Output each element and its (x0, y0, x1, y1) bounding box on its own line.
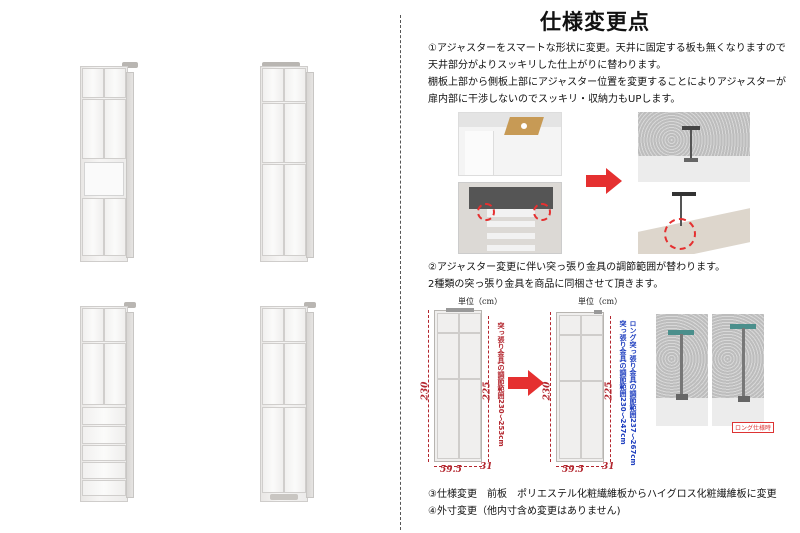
height-total-label: 230 (420, 381, 431, 401)
dimension-line-width (556, 466, 604, 467)
page-divider (400, 15, 401, 530)
cabinet-photo-open-shelf (70, 62, 140, 262)
photo-new-adjuster-side (638, 186, 750, 254)
highlight-circle (664, 218, 696, 250)
cabinet-photo-tall-doors (250, 62, 320, 262)
diagram-right-cabinet (556, 312, 604, 462)
cabinet-photo-drawers (70, 302, 140, 502)
adjuster-top (122, 62, 138, 68)
drawer (82, 480, 126, 496)
long-spec-badge: ロング仕様時 (732, 422, 775, 433)
range-note-right-2: ロング突っ張り金具の調節範囲237〜267cm (629, 320, 637, 466)
dimension-line-total (550, 312, 551, 462)
height-body-label: 225 (604, 381, 615, 401)
height-total-label: 230 (542, 381, 553, 401)
arrow-right-icon (586, 168, 622, 194)
drawer (82, 407, 126, 425)
section-1-line-3: 棚板上部から側板上部にアジャスター位置を変更することによりアジャスターが (428, 77, 786, 88)
adjuster-top (262, 62, 300, 67)
section-4: ④外寸変更（他内寸含め変更はありません) (428, 506, 621, 517)
range-note-right-1: 突っ張り金具の調節範囲230〜247cm (619, 320, 627, 445)
page-title: 仕様変更点 (540, 10, 650, 34)
drawer (82, 462, 126, 479)
dimension-line-total (428, 310, 429, 462)
dimension-line-width (434, 466, 482, 467)
width-label: 59.5 (440, 465, 462, 475)
height-body-label: 225 (482, 381, 493, 401)
unit-label-left: 単位（cm） (458, 297, 503, 306)
adjuster-top (304, 302, 316, 308)
depth-label: 31 (602, 462, 615, 472)
cabinet-photo-lower-doors (250, 302, 320, 502)
section-2-line-1: ②アジャスター変更に伴い突っ張り金具の調節範囲が替わります。 (428, 262, 726, 273)
highlight-circle (477, 203, 495, 221)
caster-feet (270, 494, 298, 500)
dimension-line-body (488, 316, 489, 462)
photo-new-adjuster-ceiling (638, 112, 750, 182)
section-1-line-2: 天井部分がよりスッキリした仕上がりに替わります。 (428, 60, 667, 71)
diagram-right-adjuster (594, 310, 602, 314)
diagram-left-cabinet (434, 310, 482, 462)
section-2-line-2: 2種類の突っ張り金具を商品に同梱させて頂きます。 (428, 279, 664, 290)
photo-old-adjuster-top (458, 112, 562, 176)
open-shelf (84, 162, 124, 196)
drawer (82, 426, 126, 444)
unit-label-right: 単位（cm） (578, 297, 623, 306)
diagram-left-adjuster (446, 308, 474, 312)
adjuster-top (124, 302, 136, 308)
range-note-left: 突っ張り金具の調節範囲230〜253cm (497, 322, 505, 447)
width-label: 59.5 (562, 465, 584, 475)
section-1-line-1: ①アジャスターをスマートな形状に変更。天井に固定する板も無くなりますので (428, 43, 786, 54)
photo-adjuster-long (712, 314, 764, 426)
dimension-line-body (610, 316, 611, 462)
arrow-right-icon (508, 370, 544, 396)
photo-adjuster-standard (656, 314, 708, 426)
photo-old-adjuster-inside (458, 182, 562, 254)
drawer (82, 445, 126, 461)
depth-label: 31 (480, 462, 493, 472)
highlight-circle (533, 203, 551, 221)
section-1-line-4: 扉内部に干渉しないのでスッキリ・収納力もUPします。 (428, 94, 681, 105)
section-3: ③仕様変更 前板 ポリエステル化粧繊維板からハイグロス化粧繊維板に変更 (428, 489, 777, 500)
